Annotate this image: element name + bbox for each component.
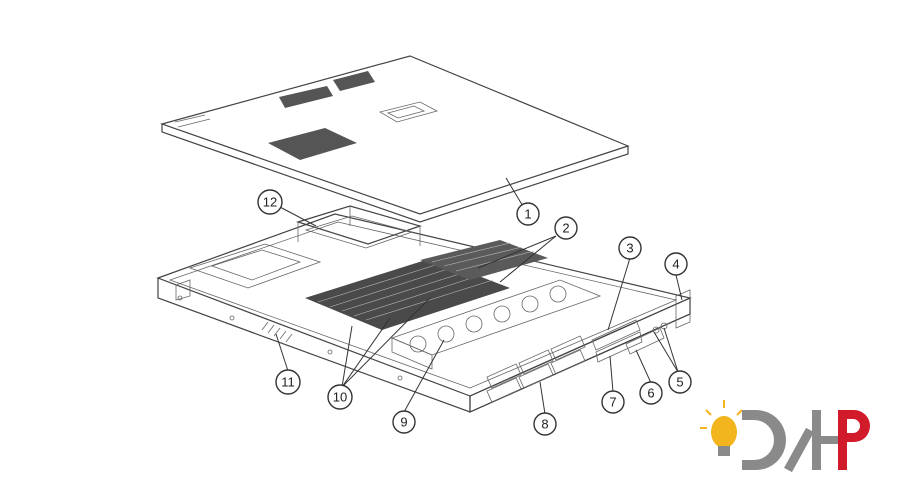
svg-text:6: 6 — [647, 386, 654, 401]
callout-12: 12 — [257, 189, 283, 215]
dimm-slots — [305, 240, 548, 330]
top-cover — [159, 55, 630, 223]
svg-text:9: 9 — [400, 415, 407, 430]
callout-6: 6 — [639, 381, 663, 405]
svg-text:3: 3 — [626, 241, 633, 256]
svg-text:5: 5 — [676, 375, 683, 390]
callout-9: 9 — [392, 410, 416, 434]
svg-text:10: 10 — [333, 390, 347, 405]
callout-4: 4 — [664, 252, 688, 276]
svg-text:8: 8 — [541, 417, 548, 432]
riser-cage — [295, 205, 422, 249]
cover-vent-top — [333, 71, 375, 91]
callout-11: 11 — [275, 369, 301, 395]
drhp-logo — [700, 400, 870, 473]
side-vents — [261, 321, 293, 343]
cover-vent-left — [279, 86, 333, 108]
svg-text:7: 7 — [609, 395, 616, 410]
fan-array — [390, 279, 602, 370]
callout-1: 1 — [516, 202, 540, 226]
callout-2: 2 — [554, 216, 578, 240]
lightbulb-icon — [700, 400, 743, 456]
callout-10: 10 — [327, 384, 353, 410]
svg-text:4: 4 — [672, 257, 679, 272]
callout-7: 7 — [601, 390, 625, 414]
callout-8: 8 — [533, 412, 557, 436]
leader-lines — [275, 177, 683, 415]
svg-text:12: 12 — [263, 195, 277, 210]
svg-text:2: 2 — [562, 221, 569, 236]
drive-bays — [469, 289, 691, 413]
callout-5: 5 — [668, 370, 692, 394]
callout-3: 3 — [618, 236, 642, 260]
svg-text:11: 11 — [281, 375, 295, 390]
svg-text:1: 1 — [524, 207, 531, 222]
power-supply-bay — [175, 243, 322, 301]
cover-vent-center — [268, 128, 357, 160]
